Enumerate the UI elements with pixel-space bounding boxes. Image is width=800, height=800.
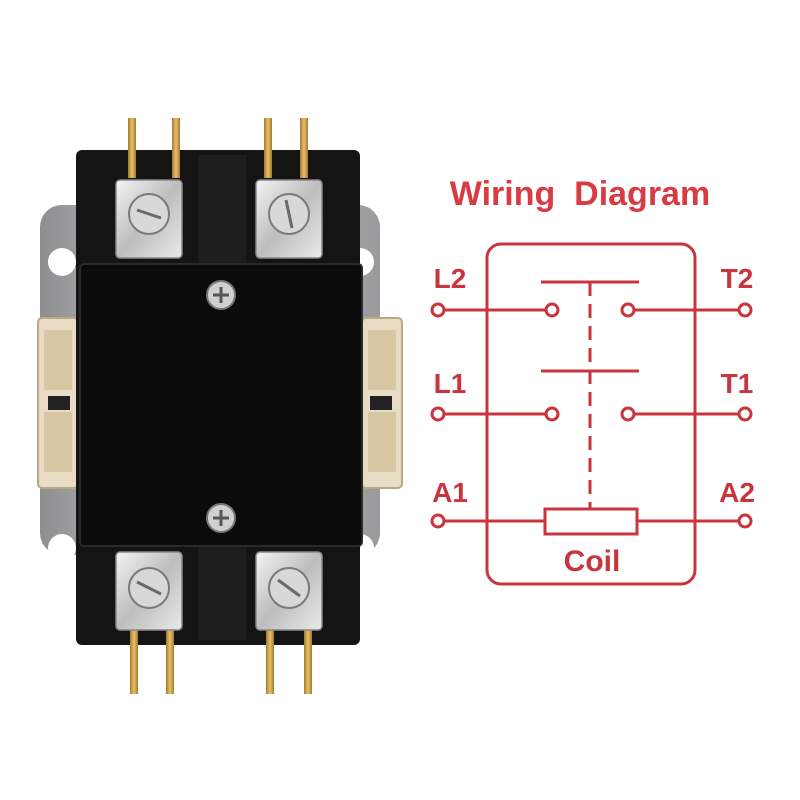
- mounting-hole-bottom-left: [48, 534, 76, 562]
- screw-terminal-top-right: [255, 179, 323, 259]
- screw-terminal-top-left: [115, 179, 183, 259]
- screw-terminal-bottom-right: [255, 551, 323, 631]
- terminal-label-l2: L2: [434, 263, 467, 294]
- screw-terminal-bottom-left: [115, 551, 183, 631]
- terminal-label-a1: A1: [432, 477, 468, 508]
- diagram-title: Wiring Diagram: [450, 175, 710, 213]
- terminal-tabs-top: [128, 118, 308, 178]
- terminal-label-a2: A2: [719, 477, 755, 508]
- terminal-label-t2: T2: [721, 263, 754, 294]
- coil-symbol: [543, 507, 639, 536]
- wiring-diagram: Wiring Diagram L2 T2 L1 T1 A1 A2: [430, 175, 755, 586]
- coil-label: Coil: [564, 545, 621, 578]
- terminal-label-l1: L1: [434, 368, 467, 399]
- circuit-coil: [430, 513, 753, 529]
- contactor-photo: [37, 118, 403, 694]
- cover-plate: [79, 263, 363, 547]
- mounting-hole-top-left: [48, 248, 76, 276]
- terminal-label-t1: T1: [721, 368, 754, 399]
- cover-screw-top: [206, 280, 236, 310]
- side-contact-left: [37, 317, 79, 489]
- terminal-tabs-bottom: [130, 628, 312, 694]
- cover-screw-bottom: [206, 503, 236, 533]
- side-contact-right: [361, 317, 403, 489]
